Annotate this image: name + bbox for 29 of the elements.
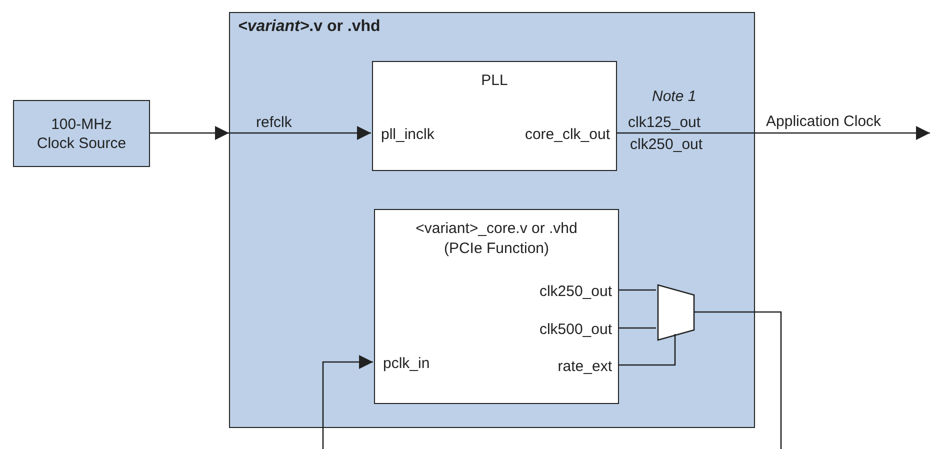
arrow xyxy=(616,126,930,140)
arrow xyxy=(322,355,373,449)
port-label: clk500_out xyxy=(520,321,620,339)
connector-line xyxy=(618,327,656,329)
port-label: pclk_in xyxy=(375,355,449,373)
group-title: <variant>.v or .vhd xyxy=(238,18,380,36)
edge-label: refclk xyxy=(256,114,292,132)
arrow xyxy=(150,126,229,140)
port-label: core_clk_out xyxy=(510,126,618,144)
clock-source-box xyxy=(13,100,150,167)
module-box xyxy=(229,12,755,428)
signal-label: clk250_out xyxy=(630,136,703,154)
connector-line xyxy=(618,334,676,366)
port-label: pll_inclk xyxy=(373,126,457,144)
arrow xyxy=(229,126,371,140)
multiplexer-symbol xyxy=(657,284,695,341)
core-box xyxy=(374,209,619,404)
port-label: clk250_out xyxy=(520,283,620,301)
connector-line xyxy=(618,289,656,291)
port-label: rate_ext xyxy=(520,358,620,376)
pll-box xyxy=(372,61,617,171)
connector-line xyxy=(694,311,782,449)
node-label: 100-MHz Clock Source xyxy=(36,114,128,152)
note-label: Note 1 xyxy=(652,88,696,106)
edge-label: Application Clock xyxy=(766,113,882,131)
block-title: <variant>_core.v or .vhd xyxy=(414,220,578,238)
block-subtitle: (PCIe Function) xyxy=(442,240,550,258)
signal-label: clk125_out xyxy=(628,114,701,132)
block-title: PLL xyxy=(480,72,509,90)
